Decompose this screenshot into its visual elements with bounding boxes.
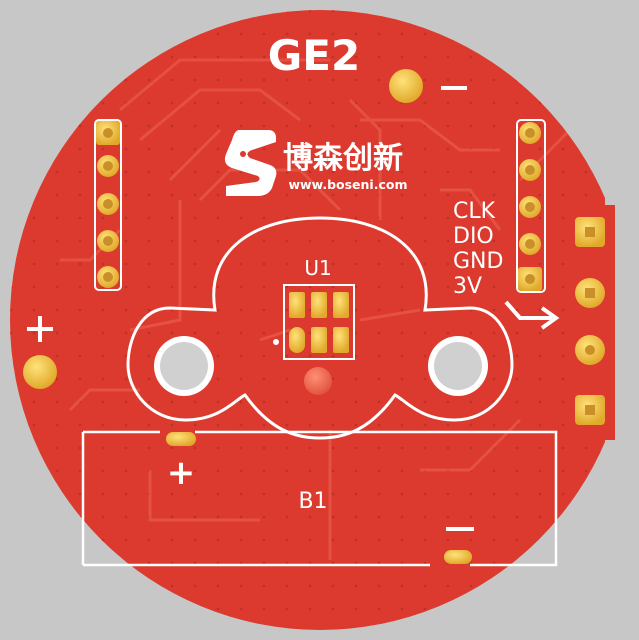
- title-minus-mark: [441, 86, 467, 90]
- battery-label: B1: [298, 489, 327, 514]
- battery-minus-mark: [446, 527, 474, 531]
- test-pad: [304, 367, 332, 395]
- brand-url: www.boseni.com: [288, 177, 407, 192]
- pin-label-gnd: GND: [453, 249, 503, 274]
- pin-label-3v: 3V: [453, 274, 482, 299]
- title-pad: [389, 69, 423, 103]
- right-header-pads: [516, 119, 546, 293]
- pin-label-dio: DIO: [453, 224, 494, 249]
- chip-label: U1: [304, 256, 331, 280]
- arrow-icon: [504, 300, 552, 320]
- power-pad: [23, 355, 57, 389]
- left-header-pads: [94, 119, 122, 291]
- arrow-head-icon: [540, 306, 560, 330]
- brand-logo: [224, 130, 277, 196]
- pin-labels: CLK DIO GND 3V: [453, 199, 503, 299]
- battery-pad-positive: [166, 432, 196, 446]
- brand-name: 博森创新: [283, 141, 403, 176]
- edge-connector-pads: [565, 205, 615, 440]
- battery-pad-negative: [444, 550, 472, 564]
- battery-outline: [81, 430, 558, 567]
- chip-u1: [273, 284, 355, 360]
- sensor-outline: [126, 216, 514, 440]
- power-plus-v: [38, 316, 42, 342]
- board-title: GE2: [268, 31, 360, 80]
- battery-plus-label: +: [167, 453, 196, 493]
- pin-label-clk: CLK: [453, 199, 496, 224]
